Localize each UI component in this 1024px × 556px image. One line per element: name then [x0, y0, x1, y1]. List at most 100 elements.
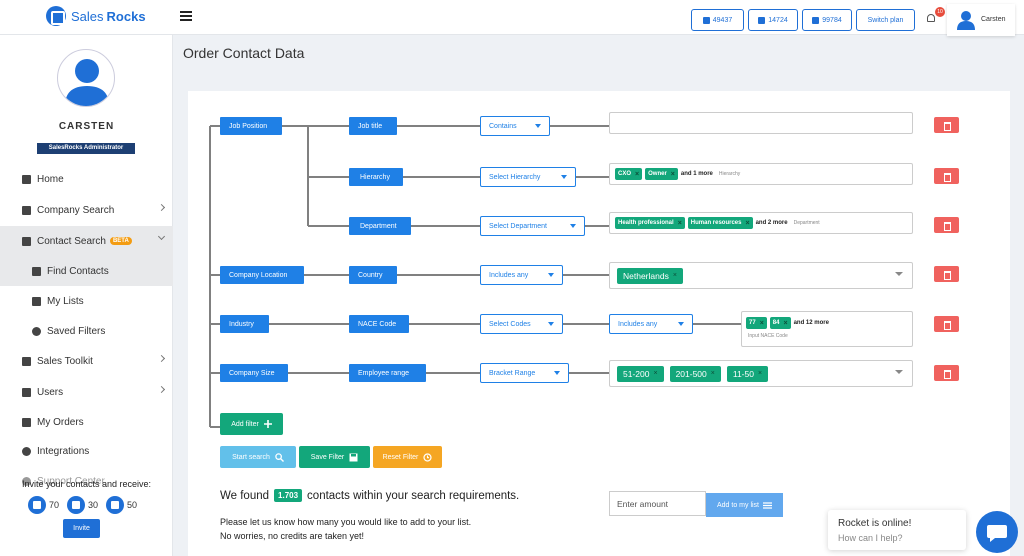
hamburger-menu-icon[interactable]: [180, 11, 192, 21]
delete-filter-button[interactable]: [934, 266, 959, 282]
tag-label: 11-50: [732, 368, 754, 379]
invite-reward-value: 70: [49, 500, 60, 510]
cart-icon: [22, 417, 31, 427]
input-placeholder: Hierarchy: [718, 171, 741, 177]
nace-code-multiselect[interactable]: 77× 84× and 12 more Input NACE Code: [741, 311, 913, 347]
list-icon: [32, 296, 41, 306]
chat-launcher-button[interactable]: [976, 511, 1018, 553]
tag-owner: Owner×: [645, 168, 678, 180]
contact-credits-counter[interactable]: 14724: [748, 9, 798, 31]
delete-filter-button[interactable]: [934, 217, 959, 233]
input-placeholder: Input NACE Code: [748, 333, 788, 339]
operator-dropdown-nace-match[interactable]: Includes any: [609, 314, 693, 334]
delete-filter-button[interactable]: [934, 316, 959, 332]
add-to-list-button[interactable]: Add to my list: [706, 493, 783, 517]
dropdown-value: Contains: [489, 122, 517, 130]
results-suffix: contacts within your search requirements…: [307, 489, 520, 502]
sidebar-item-users[interactable]: Users: [0, 377, 173, 407]
add-filter-button[interactable]: Add filter: [220, 413, 283, 435]
bell-icon[interactable]: [927, 14, 935, 22]
operator-dropdown-hierarchy[interactable]: Select Hierarchy: [480, 167, 576, 187]
sidebar-item-home[interactable]: Home: [0, 164, 173, 194]
field-nace-code[interactable]: NACE Code: [349, 315, 409, 333]
tag-human-resources: Human resources×: [687, 217, 753, 229]
sidebar-item-my-lists[interactable]: My Lists: [0, 286, 173, 316]
invite-reward-value: 50: [127, 500, 138, 510]
caret-down-icon: [554, 371, 560, 375]
sidebar-item-support-center[interactable]: Support Center: [0, 466, 173, 496]
more-count: and 2 more: [755, 220, 788, 226]
category-industry[interactable]: Industry: [220, 315, 269, 333]
operator-dropdown-employee-range[interactable]: Bracket Range: [480, 363, 569, 383]
tag-cxo: CXO×: [615, 168, 643, 180]
sidebar-item-label: Find Contacts: [47, 265, 109, 277]
field-job-title[interactable]: Job title: [349, 117, 397, 135]
dropdown-value: Select Department: [489, 222, 547, 230]
sidebar-item-my-orders[interactable]: My Orders: [0, 407, 173, 437]
sidebar-item-label: Support Center: [37, 475, 105, 487]
sidebar-item-company-search[interactable]: Company Search: [0, 195, 173, 225]
reset-filter-button[interactable]: Reset Filter: [373, 446, 442, 468]
job-title-input[interactable]: [609, 112, 913, 134]
category-job-position[interactable]: Job Position: [220, 117, 282, 135]
amount-input[interactable]: Enter amount: [609, 491, 706, 516]
results-summary: We found 1.703 contacts within your sear…: [220, 489, 519, 502]
field-department[interactable]: Department: [349, 217, 411, 235]
tag-label: Owner: [648, 171, 667, 177]
sidebar-item-saved-filters[interactable]: Saved Filters: [0, 316, 173, 346]
remove-tag-icon[interactable]: ×: [759, 319, 764, 327]
remove-tag-icon[interactable]: ×: [672, 272, 677, 279]
remove-tag-icon[interactable]: ×: [745, 219, 750, 227]
hierarchy-multiselect[interactable]: CXO× Owner× and 1 more Hierarchy: [609, 163, 913, 185]
brand-logo[interactable]: Sales Rocks: [46, 6, 146, 26]
tag-label: Netherlands: [623, 270, 669, 281]
field-employee-range[interactable]: Employee range: [349, 364, 426, 382]
delete-filter-button[interactable]: [934, 168, 959, 184]
user-menu[interactable]: Carsten: [947, 4, 1015, 36]
sidebar-item-label: My Orders: [37, 416, 84, 428]
company-credits-counter[interactable]: 49437: [691, 9, 744, 31]
remove-tag-icon[interactable]: ×: [783, 319, 788, 327]
field-country[interactable]: Country: [349, 266, 397, 284]
operator-dropdown-job-title[interactable]: Contains: [480, 116, 550, 136]
start-search-button[interactable]: Start search: [220, 446, 296, 468]
tag-nace-84: 84×: [769, 317, 791, 329]
tag-nace-77: 77×: [746, 317, 767, 329]
sidebar-item-find-contacts[interactable]: Find Contacts: [0, 256, 173, 286]
logo-mark-icon: [46, 6, 66, 26]
remove-tag-icon[interactable]: ×: [670, 170, 675, 178]
department-multiselect[interactable]: Health professional× Human resources× an…: [609, 212, 913, 234]
company-credits-value: 49437: [712, 16, 733, 24]
chat-popup[interactable]: Rocket is online! How can I help?: [828, 510, 966, 550]
operator-dropdown-nace[interactable]: Select Codes: [480, 314, 563, 334]
category-company-size[interactable]: Company Size: [220, 364, 288, 382]
country-select[interactable]: Netherlands×: [609, 262, 913, 289]
sidebar-item-label: Saved Filters: [47, 325, 106, 337]
dropdown-value: Select Codes: [489, 320, 531, 328]
invite-button[interactable]: Invite: [63, 519, 100, 538]
remove-tag-icon[interactable]: ×: [635, 170, 640, 178]
sidebar-item-integrations[interactable]: Integrations: [0, 436, 173, 466]
category-company-location[interactable]: Company Location: [220, 266, 304, 284]
switch-plan-button[interactable]: Switch plan: [856, 9, 915, 31]
profile-role-badge: SalesRocks Administrator: [37, 143, 135, 154]
delete-filter-button[interactable]: [934, 117, 959, 133]
sidebar-item-sales-toolkit[interactable]: Sales Toolkit: [0, 346, 173, 376]
remove-tag-icon[interactable]: ×: [710, 370, 715, 377]
operator-dropdown-department[interactable]: Select Department: [480, 216, 585, 236]
remove-tag-icon[interactable]: ×: [677, 219, 682, 227]
employee-range-select[interactable]: 51-200× 201-500× 11-50×: [609, 360, 913, 387]
remove-tag-icon[interactable]: ×: [757, 370, 763, 377]
operator-dropdown-country[interactable]: Includes any: [480, 265, 563, 285]
briefcase-credits-counter[interactable]: 99784: [802, 9, 852, 31]
save-filter-button[interactable]: Save Filter: [299, 446, 370, 468]
remove-tag-icon[interactable]: ×: [653, 370, 658, 377]
contact-card-icon: [758, 16, 766, 24]
field-hierarchy[interactable]: Hierarchy: [349, 168, 403, 186]
amount-placeholder: Enter amount: [617, 498, 669, 509]
save-icon: [349, 453, 358, 461]
dropdown-value: Select Hierarchy: [489, 173, 541, 181]
delete-filter-button[interactable]: [934, 365, 959, 381]
